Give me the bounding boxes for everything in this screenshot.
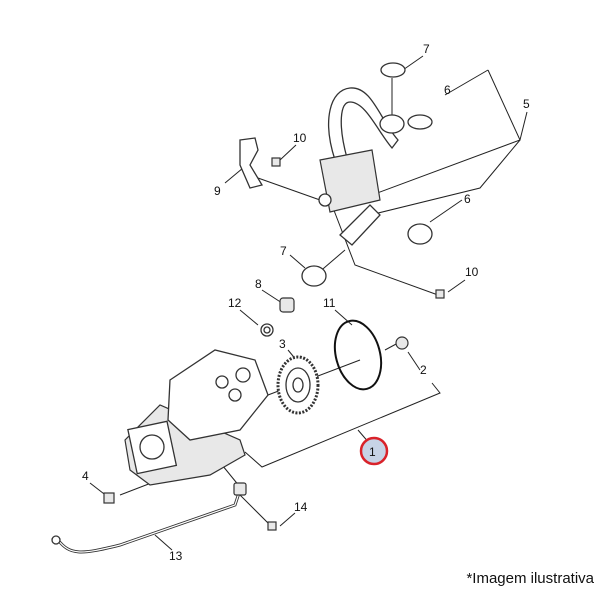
fittings <box>260 297 409 350</box>
callout-1[interactable]: 1 <box>369 445 376 459</box>
air-hose-assembly <box>318 87 405 246</box>
callout-9[interactable]: 9 <box>214 184 221 198</box>
selected-part-highlight[interactable] <box>359 436 389 466</box>
drive-gear <box>276 355 320 415</box>
bracket <box>239 137 264 189</box>
air-compressor <box>124 349 269 486</box>
callout-6-lower[interactable]: 6 <box>464 192 471 206</box>
callout-12[interactable]: 12 <box>228 296 242 310</box>
oil-line <box>51 482 247 554</box>
callout-4[interactable]: 4 <box>82 469 89 483</box>
callout-11[interactable]: 11 <box>323 296 336 310</box>
hose-clamps <box>301 62 433 287</box>
callout-labels: 1 2 3 4 5 6 6 7 7 8 9 10 10 11 12 13 14 <box>82 42 530 563</box>
callout-6-upper[interactable]: 6 <box>444 83 451 97</box>
callout-14[interactable]: 14 <box>294 500 308 514</box>
callout-3[interactable]: 3 <box>279 337 286 351</box>
bolts <box>103 157 445 531</box>
callout-7-upper[interactable]: 7 <box>423 42 430 56</box>
callout-10-upper[interactable]: 10 <box>293 131 307 145</box>
callout-8[interactable]: 8 <box>255 277 262 291</box>
illustrative-image-caption: *Imagem ilustrativa <box>466 570 594 587</box>
o-ring-seal <box>333 319 383 391</box>
callout-13[interactable]: 13 <box>169 549 183 563</box>
callout-5[interactable]: 5 <box>523 97 530 111</box>
callout-2[interactable]: 2 <box>420 363 427 377</box>
callout-7-lower[interactable]: 7 <box>280 244 287 258</box>
callout-10-lower[interactable]: 10 <box>465 265 479 279</box>
